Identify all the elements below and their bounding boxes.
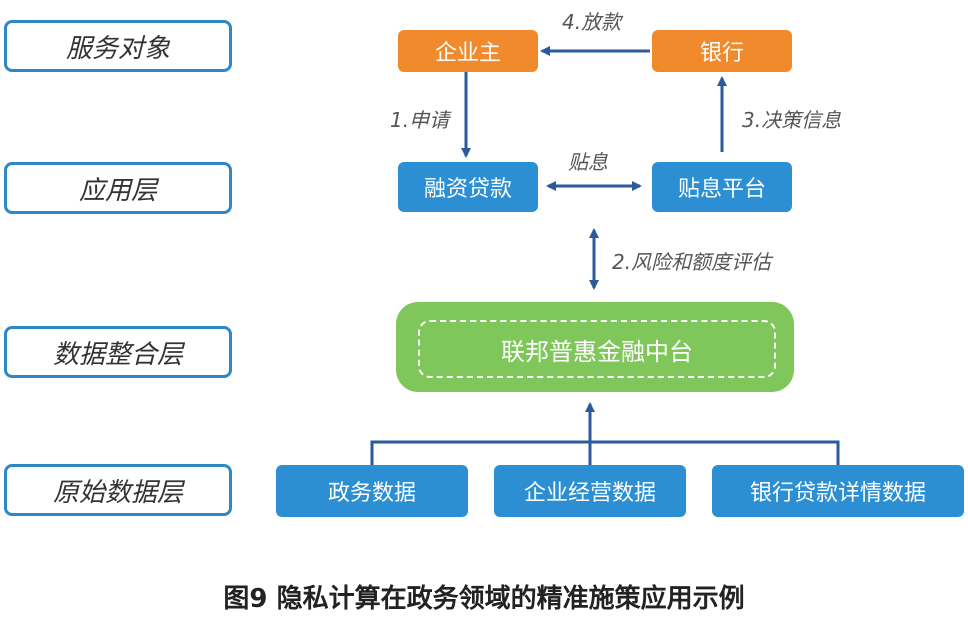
node-label: 企业经营数据 bbox=[523, 481, 656, 506]
node-bank: 银行 bbox=[652, 30, 792, 72]
edge-label-apply: 1.申请 bbox=[390, 108, 450, 132]
layer-application: 应用层 bbox=[4, 162, 232, 214]
edge-label-risk: 2.风险和额度评估 bbox=[612, 250, 772, 274]
node-subsidy-platform: 贴息平台 bbox=[652, 162, 792, 212]
node-label: 融资贷款 bbox=[423, 177, 512, 202]
layer-raw-data: 原始数据层 bbox=[4, 464, 232, 516]
node-financing: 融资贷款 bbox=[398, 162, 538, 212]
figure-caption: 图9 隐私计算在政务领域的精准施策应用示例 bbox=[223, 584, 745, 614]
edge-label-disburse: 4.放款 bbox=[562, 10, 622, 34]
node-gov-data: 政务数据 bbox=[276, 465, 468, 517]
connector-raw-data bbox=[370, 440, 840, 465]
node-label: 联邦普惠金融中台 bbox=[501, 337, 693, 366]
layer-service-target: 服务对象 bbox=[4, 20, 232, 72]
platform-inner: 联邦普惠金融中台 bbox=[418, 320, 776, 378]
layer-label: 服务对象 bbox=[65, 33, 170, 64]
node-loan-data: 银行贷款详情数据 bbox=[712, 465, 964, 517]
layer-data-integration: 数据整合层 bbox=[4, 326, 232, 378]
node-label: 贴息平台 bbox=[677, 177, 766, 202]
node-label: 政务数据 bbox=[327, 481, 416, 506]
node-label: 企业主 bbox=[434, 41, 501, 66]
edge-label-subsidy: 贴息 bbox=[568, 150, 608, 174]
layer-label: 原始数据层 bbox=[52, 477, 183, 508]
node-enterprise: 企业主 bbox=[398, 30, 538, 72]
node-label: 银行贷款详情数据 bbox=[749, 481, 926, 506]
node-biz-data: 企业经营数据 bbox=[494, 465, 686, 517]
node-platform: 联邦普惠金融中台 bbox=[396, 302, 794, 392]
node-label: 银行 bbox=[699, 41, 744, 66]
edge-label-decision: 3.决策信息 bbox=[742, 108, 842, 132]
layer-label: 数据整合层 bbox=[52, 339, 183, 370]
layer-label: 应用层 bbox=[78, 175, 157, 206]
